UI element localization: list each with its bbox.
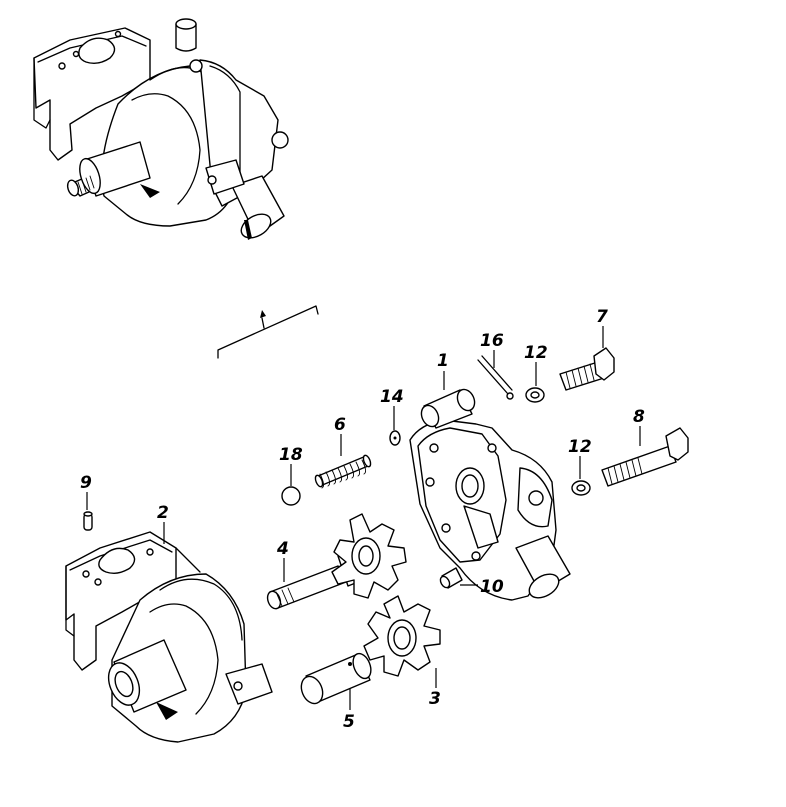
svg-text:6: 6 [334, 415, 346, 435]
part-1-pump-cover [409, 388, 571, 601]
svg-text:7: 7 [596, 307, 608, 327]
callout-12-upper: 12 [524, 343, 548, 386]
part-14-washer [389, 430, 401, 446]
svg-text:1: 1 [437, 351, 449, 371]
part-16-split-pin [477, 355, 514, 400]
svg-text:18: 18 [279, 445, 303, 465]
part-9-dowel-pin [83, 511, 93, 531]
callout-8: 8 [633, 407, 645, 446]
svg-text:14: 14 [380, 387, 404, 407]
svg-text:3: 3 [429, 689, 441, 709]
callout-14: 14 [380, 387, 404, 430]
callout-18: 18 [279, 445, 303, 486]
svg-text:2: 2 [157, 503, 169, 523]
part-7-bolt [559, 347, 615, 391]
part-3-driven-gear [363, 595, 441, 677]
callout-10: 10 [460, 577, 504, 597]
callout-2: 2 [157, 503, 169, 544]
callout-6: 6 [334, 415, 346, 456]
svg-text:4: 4 [276, 539, 289, 559]
part-2-pump-housing [65, 531, 273, 743]
part-4-drive-shaft-gear [266, 513, 407, 610]
part-18-ball [281, 486, 301, 506]
part-12-washer-lower [571, 480, 591, 496]
svg-text:16: 16 [480, 331, 504, 351]
assembled-pump [33, 18, 289, 240]
svg-text:10: 10 [480, 577, 504, 597]
part-12-washer-upper [525, 387, 545, 403]
svg-text:12: 12 [568, 437, 592, 457]
callout-12-lower: 12 [568, 437, 592, 479]
part-6-spring [314, 454, 372, 489]
svg-text:5: 5 [343, 712, 355, 732]
part-5-idler-shaft [300, 652, 372, 705]
assembly-axis-indicator [217, 305, 319, 359]
svg-text:9: 9 [80, 473, 92, 493]
part-8-bolt [601, 427, 689, 487]
callout-5: 5 [343, 688, 355, 732]
callout-1: 1 [437, 351, 449, 390]
part-10-pin [439, 567, 463, 589]
callout-9: 9 [80, 473, 92, 510]
callout-3: 3 [429, 668, 441, 709]
callout-16: 16 [480, 331, 504, 368]
callout-4: 4 [276, 539, 289, 582]
callout-7: 7 [596, 307, 608, 348]
svg-text:8: 8 [633, 407, 645, 427]
svg-text:12: 12 [524, 343, 548, 363]
